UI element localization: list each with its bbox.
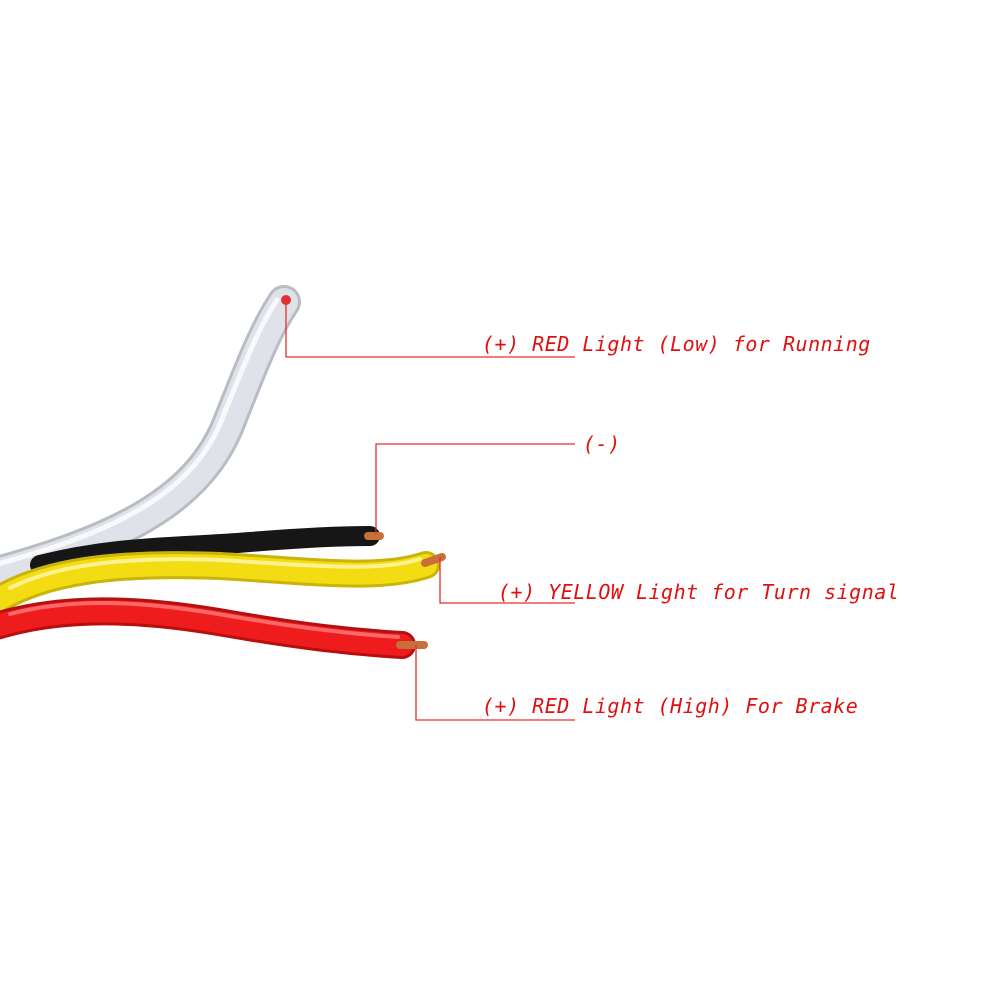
label-negative: (-)	[583, 432, 621, 456]
leader-line-running	[285, 300, 575, 358]
leader-line-brake	[415, 645, 575, 721]
label-brake: (+) RED Light (High) For Brake	[482, 694, 859, 718]
yellow-wire-highlight	[8, 557, 422, 590]
label-turn-signal: (+) YELLOW Light for Turn signal	[498, 580, 900, 604]
red-wire	[0, 600, 413, 656]
red-wire-highlight	[8, 600, 400, 639]
leader-line-turn	[439, 557, 575, 604]
white-wire	[0, 288, 298, 587]
white-wire-highlight	[0, 297, 280, 566]
label-running: (+) RED Light (Low) for Running	[482, 332, 871, 356]
yellow-wire-tip	[421, 553, 446, 567]
leader-line-negative	[375, 443, 575, 534]
black-wire	[30, 526, 380, 575]
yellow-wire	[0, 554, 437, 612]
